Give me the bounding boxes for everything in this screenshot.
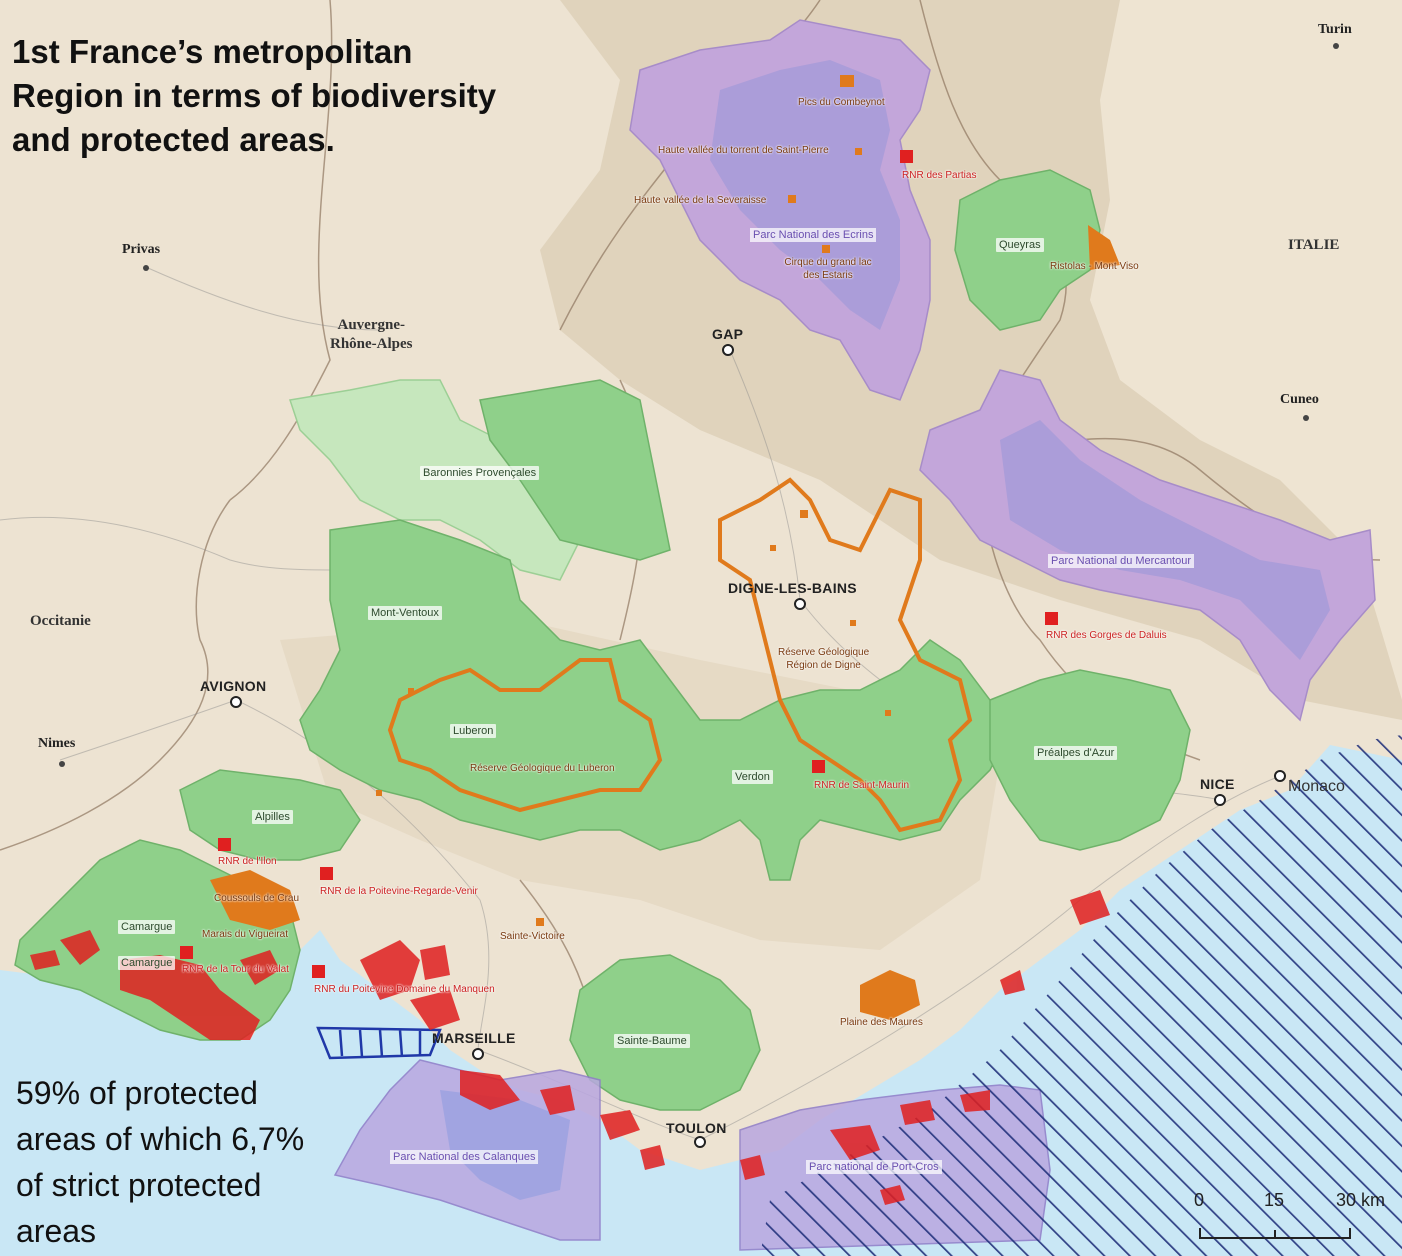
mercantour-core — [1000, 420, 1330, 660]
footnote-line-3: of strict protected — [16, 1167, 262, 1203]
city-nice: NICE — [1200, 776, 1235, 792]
marine-protected-zone — [760, 735, 1402, 1256]
label-mont-ventoux: Mont-Ventoux — [368, 606, 442, 620]
footnote-line-1: 59% of protected — [16, 1075, 258, 1111]
label-ecrins: Parc National des Ecrins — [750, 228, 877, 242]
headline: 1st France’s metropolitan Region in term… — [12, 30, 496, 162]
digne-geological-reserve — [718, 477, 973, 833]
label-luberon-geo: Réserve Géologique du Luberon — [470, 763, 615, 774]
label-coussouls: Coussouls de Crau — [214, 893, 300, 904]
luberon-geological-reserve — [387, 658, 663, 813]
label-digne-geo-line-2: Région de Digne — [786, 660, 861, 671]
label-baronnies: Baronnies Provençales — [420, 466, 540, 480]
label-port-cros: Parc national de Port-Cros — [806, 1160, 942, 1174]
geo-sites — [210, 75, 1120, 1020]
label-digne-geo-line-1: Réserve Géologique — [778, 647, 870, 658]
calanques-core — [440, 1090, 570, 1200]
label-camargue-1: Camargue — [118, 920, 176, 934]
region-occitanie: Occitanie — [30, 613, 91, 629]
headline-line-3: and protected areas. — [12, 121, 335, 158]
nature-reserve-markers — [180, 150, 1058, 978]
label-saint-pierre: Haute vallée du torrent de Saint-Pierre — [658, 145, 829, 156]
label-sainte-victoire: Sainte-Victoire — [500, 931, 565, 942]
headline-line-1: 1st France’s metropolitan — [12, 33, 413, 70]
scale-label-15: 15 — [1264, 1190, 1285, 1210]
city-marseille: MARSEILLE — [432, 1030, 516, 1046]
label-cirque: Cirque du grand lac des Estaris — [784, 257, 872, 281]
label-rnr-tour-valat: RNR de la Tour du Valat — [182, 964, 289, 975]
scale-bar — [1199, 1228, 1351, 1239]
label-vigueirat: Marais du Vigueirat — [202, 929, 288, 940]
region-auvergne-line-1: Auvergne- — [337, 317, 406, 333]
label-digne-geo: Réserve Géologique Région de Digne — [778, 646, 869, 672]
label-rnr-poitevine: RNR de la Poitevine-Regarde-Venir — [320, 886, 478, 897]
label-rnr-partias: RNR des Partias — [902, 170, 977, 181]
baronnies-park — [289, 379, 581, 581]
city-avignon: AVIGNON — [200, 678, 267, 694]
label-rnr-ilon: RNR de l'Ilon — [218, 856, 277, 867]
label-sainte-baume: Sainte-Baume — [614, 1034, 690, 1048]
city-monaco: Monaco — [1288, 778, 1345, 795]
scale-label-0: 0 — [1194, 1190, 1205, 1210]
baronnies-east — [479, 379, 671, 561]
footnote: 59% of protected areas of which 6,7% of … — [16, 1070, 304, 1254]
label-alpilles: Alpilles — [252, 810, 293, 824]
label-combeynot: Pics du Combeynot — [798, 97, 885, 108]
city-cuneo: Cuneo — [1280, 392, 1319, 407]
label-camargue-2: Camargue — [118, 956, 176, 970]
city-digne: DIGNE-LES-BAINS — [728, 580, 857, 596]
label-calanques: Parc National des Calanques — [390, 1150, 539, 1164]
region-auvergne-line-2: Rhône-Alpes — [330, 336, 413, 352]
label-luberon: Luberon — [450, 724, 497, 738]
label-severaisse: Haute vallée de la Severaisse — [634, 195, 767, 206]
city-nimes: Nimes — [38, 736, 76, 751]
city-turin: Turin — [1318, 22, 1352, 37]
region-italie: ITALIE — [1288, 237, 1340, 253]
ecrins-core — [710, 60, 900, 330]
city-gap: GAP — [712, 326, 744, 342]
prealpes-park — [989, 669, 1191, 851]
label-verdon: Verdon — [732, 770, 773, 784]
footnote-line-4: areas — [16, 1213, 97, 1249]
italy-land — [1090, 0, 1402, 700]
label-ristolas: Ristolas - Mont Viso — [1050, 261, 1139, 272]
central-parks-belt — [299, 519, 1011, 881]
cote-bleue-marine-park — [316, 1026, 442, 1060]
headline-line-2: Region in terms of biodiversity — [12, 77, 497, 114]
label-rnr-gorges-daluis: RNR des Gorges de Daluis — [1046, 630, 1167, 641]
city-markers — [59, 43, 1339, 1148]
city-toulon: TOULON — [666, 1120, 727, 1136]
footnote-line-2: areas of which 6,7% — [16, 1121, 305, 1157]
label-mercantour: Parc National du Mercantour — [1048, 554, 1195, 568]
region-auvergne: Auvergne- Rhône-Alpes — [330, 316, 413, 354]
city-privas: Privas — [122, 242, 161, 257]
label-prealpes: Préalpes d'Azur — [1034, 746, 1118, 760]
label-rnr-poitevine-manquen: RNR du Poitevine Domaine du Manquen — [314, 984, 495, 995]
label-plaine-maures: Plaine des Maures — [840, 1017, 923, 1028]
label-queyras: Queyras — [996, 238, 1044, 252]
scale-label-30: 30 km — [1336, 1190, 1386, 1210]
nature-reserve-patches — [30, 890, 1110, 1205]
label-rnr-saint-maurin: RNR de Saint-Maurin — [814, 780, 910, 791]
